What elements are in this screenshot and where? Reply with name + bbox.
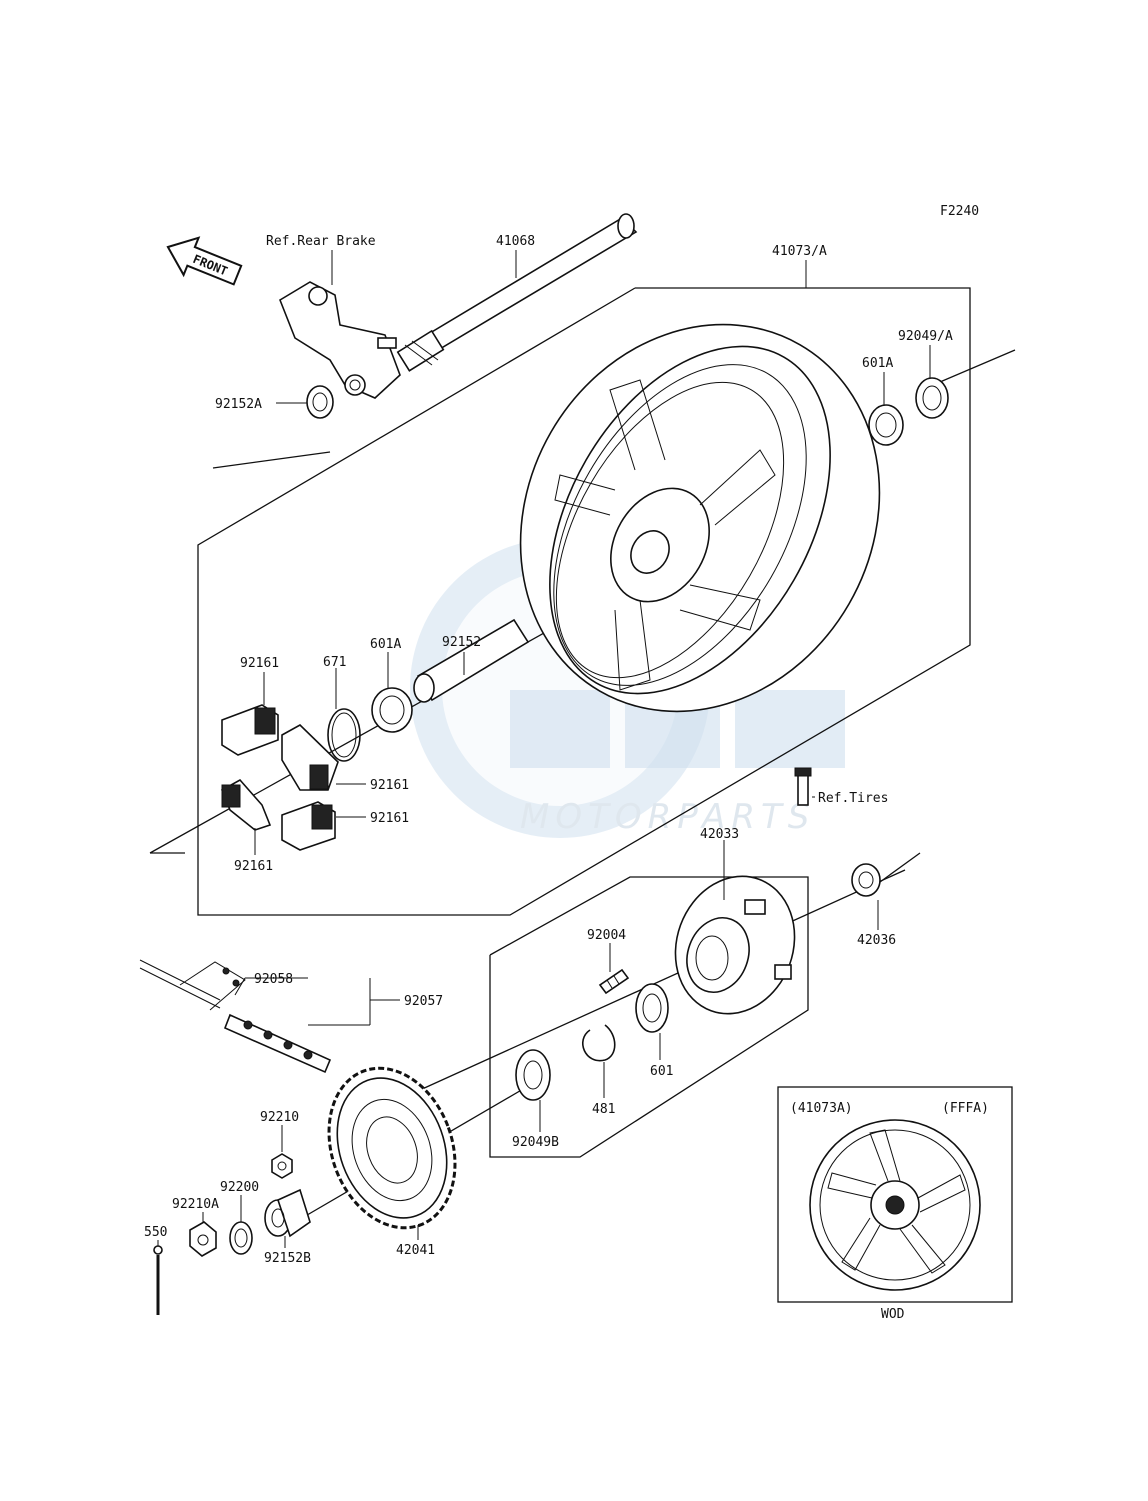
chain-92057	[139, 959, 332, 1074]
label-41073a: 41073/A	[772, 244, 827, 259]
circlip-481	[581, 1024, 616, 1062]
collar-92152b	[264, 1188, 311, 1238]
inset-caption: WOD	[881, 1307, 905, 1322]
label-92210a: 92210A	[172, 1197, 219, 1212]
inset-right-label: (FFFA)	[942, 1101, 989, 1116]
label-481: 481	[592, 1102, 615, 1117]
front-arrow-icon: FRONT	[166, 236, 243, 286]
ref-rear-brake-label: Ref.Rear Brake	[266, 234, 376, 249]
leader-lines	[157, 250, 931, 1248]
seal-92049a	[915, 377, 949, 419]
damper-92161-top	[221, 704, 279, 756]
nut-92210	[271, 1153, 293, 1179]
axle-nut-92210a	[189, 1221, 217, 1257]
coupling-42033	[674, 875, 796, 1015]
tire-valve	[794, 767, 812, 806]
brake-bracket	[279, 281, 401, 399]
label-550: 550	[144, 1225, 167, 1240]
cotter-pin-550	[153, 1245, 163, 1315]
label-601a-right: 601A	[862, 356, 893, 371]
inset-left-label: (41073A)	[790, 1101, 853, 1116]
label-92161-bottom: 92161	[234, 859, 273, 874]
diagram-code: F2240	[940, 204, 979, 219]
label-92049b: 92049B	[512, 1135, 559, 1150]
ref-tires-label: Ref.Tires	[818, 791, 888, 806]
collar-42036	[851, 863, 881, 897]
label-92161-low: 92161	[370, 811, 409, 826]
label-92058: 92058	[254, 972, 293, 987]
label-92152a: 92152A	[215, 397, 262, 412]
label-92004: 92004	[587, 928, 626, 943]
label-92210: 92210	[260, 1110, 299, 1125]
label-92152b: 92152B	[264, 1251, 311, 1266]
label-92057: 92057	[404, 994, 443, 1009]
label-42036: 42036	[857, 933, 896, 948]
wheel	[519, 323, 881, 713]
label-92200: 92200	[220, 1180, 259, 1195]
washer-92200	[229, 1221, 253, 1255]
label-92049a: 92049/A	[898, 329, 953, 344]
label-92161-top: 92161	[240, 656, 279, 671]
bearing-601	[635, 983, 669, 1033]
bearing-601a-right	[868, 404, 904, 446]
damper-92161-low	[281, 801, 336, 851]
label-41068: 41068	[496, 234, 535, 249]
watermark-tagline: MOTORPARTS	[520, 797, 815, 837]
sleeve-92152	[413, 618, 530, 703]
damper-92161-left	[220, 778, 272, 831]
bearing-601a-left	[371, 687, 413, 733]
inset-wheel-variant: (41073A) (FFFA) WOD	[777, 1086, 1013, 1322]
label-42041: 42041	[396, 1243, 435, 1258]
label-92152: 92152	[442, 635, 481, 650]
seal-92049b	[515, 1049, 551, 1101]
label-671: 671	[323, 655, 346, 670]
sprocket-42041	[327, 1066, 457, 1230]
label-42033: 42033	[700, 827, 739, 842]
collar-92152a	[306, 385, 334, 419]
damper-92161-mid	[281, 724, 339, 791]
axle	[396, 213, 638, 372]
label-601: 601	[650, 1064, 673, 1079]
label-92161-mid: 92161	[370, 778, 409, 793]
label-601a-left: 601A	[370, 637, 401, 652]
part-labels: Ref.Rear Brake 41068 41073/A 92049/A 601…	[144, 234, 953, 1266]
stud-92004	[598, 968, 630, 995]
o-ring-671	[327, 708, 361, 762]
